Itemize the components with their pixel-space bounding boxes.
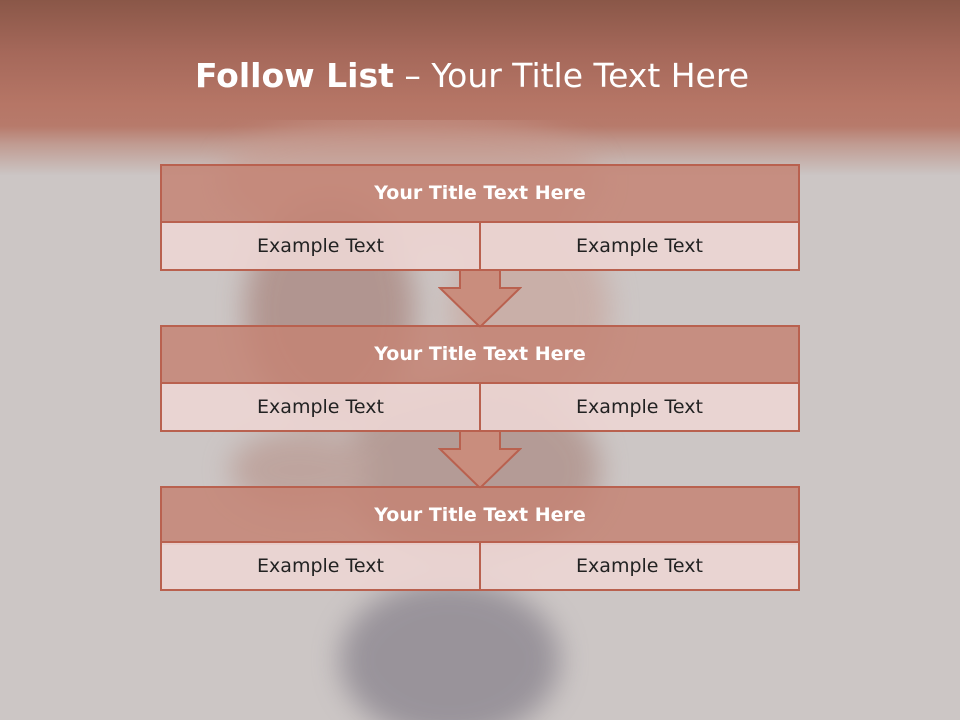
block-cell-right: Example Text <box>479 541 800 591</box>
block-cell-left: Example Text <box>160 382 481 432</box>
title-rest: – Your Title Text Here <box>404 56 750 95</box>
block-title: Your Title Text Here <box>160 486 800 545</box>
block-title: Your Title Text Here <box>160 164 800 223</box>
list-block-3: Your Title Text Here Example Text Exampl… <box>160 486 800 594</box>
block-title: Your Title Text Here <box>160 325 800 384</box>
block-cell-left: Example Text <box>160 221 481 271</box>
down-arrow-icon <box>438 431 522 490</box>
title-bold: Follow List <box>194 56 394 95</box>
block-cell-right: Example Text <box>479 221 800 271</box>
slide-title: Follow List – Your Title Text Here <box>0 56 944 96</box>
down-arrow-icon <box>438 270 522 329</box>
list-block-2: Your Title Text Here Example Text Exampl… <box>160 325 800 433</box>
block-cell-right: Example Text <box>479 382 800 432</box>
list-block-1: Your Title Text Here Example Text Exampl… <box>160 164 800 272</box>
block-cell-left: Example Text <box>160 541 481 591</box>
